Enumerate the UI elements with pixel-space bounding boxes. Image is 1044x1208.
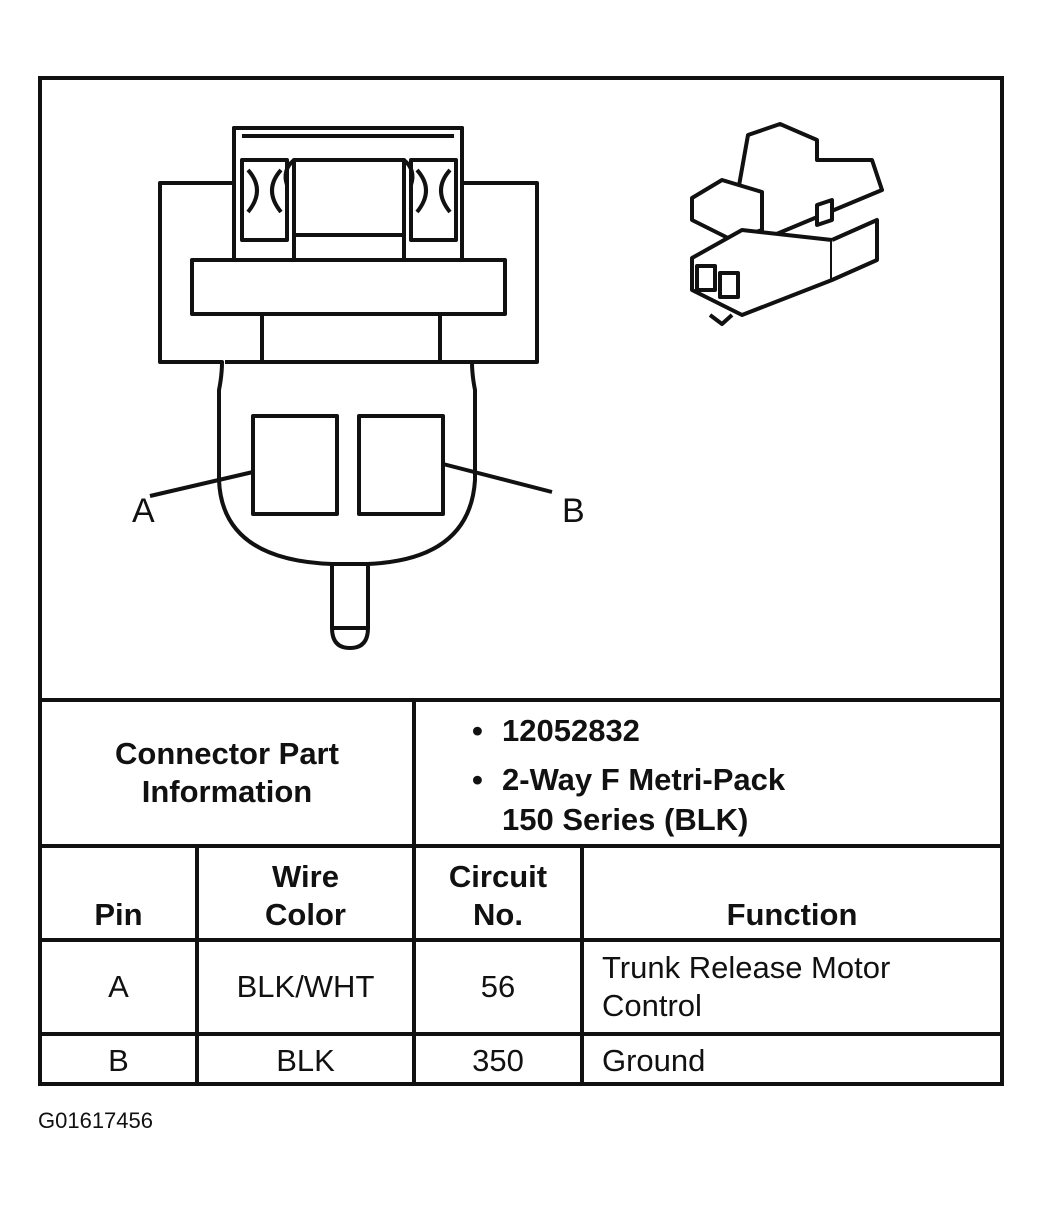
description-line1: 2-Way F Metri-Pack [502,762,786,797]
row-a-circuit: 56 [480,969,516,1004]
left-window [240,158,289,242]
header-circuit-text: Circuit [448,859,548,894]
header-pin-text: Pin [94,897,143,932]
header-function: Function [584,848,1000,934]
row-a-pin: A [108,969,129,1004]
key-tab [330,564,370,650]
cavity-b [357,414,445,516]
description-item: • 2-Way F Metri-Pack [472,760,785,800]
pin-b-label: B [562,492,585,530]
cavity-a [251,414,339,516]
header-wire-color: Wire Color [199,848,412,934]
header-color-text: Color [265,897,346,932]
row-a-function-line2: Control [602,988,702,1023]
connector-info-label-line1: Connector Part [115,736,339,771]
connector-face-outline [158,126,539,566]
part-number-item: • 12052832 [472,711,640,751]
leader-a [149,470,254,498]
bullet: • [472,713,483,748]
latch-bar [190,258,507,316]
description-item-cont: 150 Series (BLK) [502,800,748,840]
header-function-text: Function [726,897,858,932]
row-b-function-line1: Ground [602,1043,706,1078]
row-a-wire-color: BLK/WHT [236,969,375,1004]
connector-3d-illustration [690,122,884,326]
connector-info-label-line2: Information [141,774,313,809]
connector-drawing: A B [132,122,884,650]
connector-info-label: Connector Part Information [42,702,412,844]
part-number: 12052832 [502,713,640,748]
row-a-function-line1: Trunk Release Motor [602,950,891,985]
header-no-text: No. [473,897,523,932]
row-a-function: Trunk Release Motor Control [584,942,1000,1032]
description-line2: 150 Series (BLK) [502,802,749,837]
bullet: • [472,762,483,797]
row-b-pin: B [108,1043,129,1078]
right-window [409,158,458,242]
header-circuit: Circuit No. [416,848,580,934]
row-b-wire-color: BLK [276,1043,335,1078]
row-b-function: Ground [584,1036,1000,1086]
figure-id: G01617456 [38,1108,153,1133]
header-wire-text: Wire [272,859,339,894]
header-pin: Pin [42,848,195,934]
leader-b [442,462,553,494]
diagram-frame: A B Connector Part Information • 12052832… [38,76,1004,1086]
pin-a-label: A [132,492,155,530]
row-b-circuit: 350 [472,1043,524,1078]
